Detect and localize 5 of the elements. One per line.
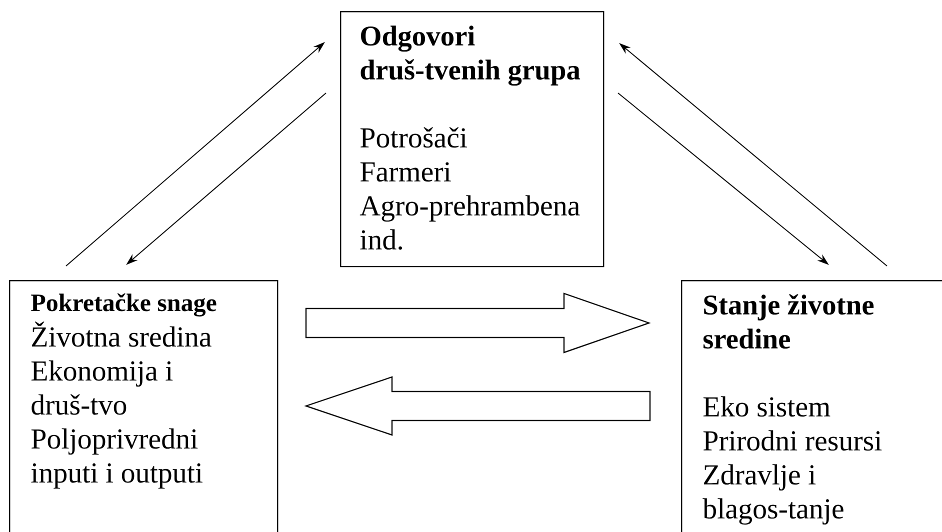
- text-box: Odgovori druš-tvenih grupa Potrošači Farmeri Agro-prehrambena ind.: [340, 11, 604, 268]
- block-arrow: [305, 292, 651, 354]
- block-arrow: [304, 376, 651, 436]
- text-box: Pokretačke snage Životna sredina Ekonomija i druš-tvo Poljoprivredni inputi i outputi: [9, 280, 278, 532]
- text-box: Stanje životne sredine Eko sistem Prirodni resursi Zdravlje i blagos-tanje: [681, 280, 942, 532]
